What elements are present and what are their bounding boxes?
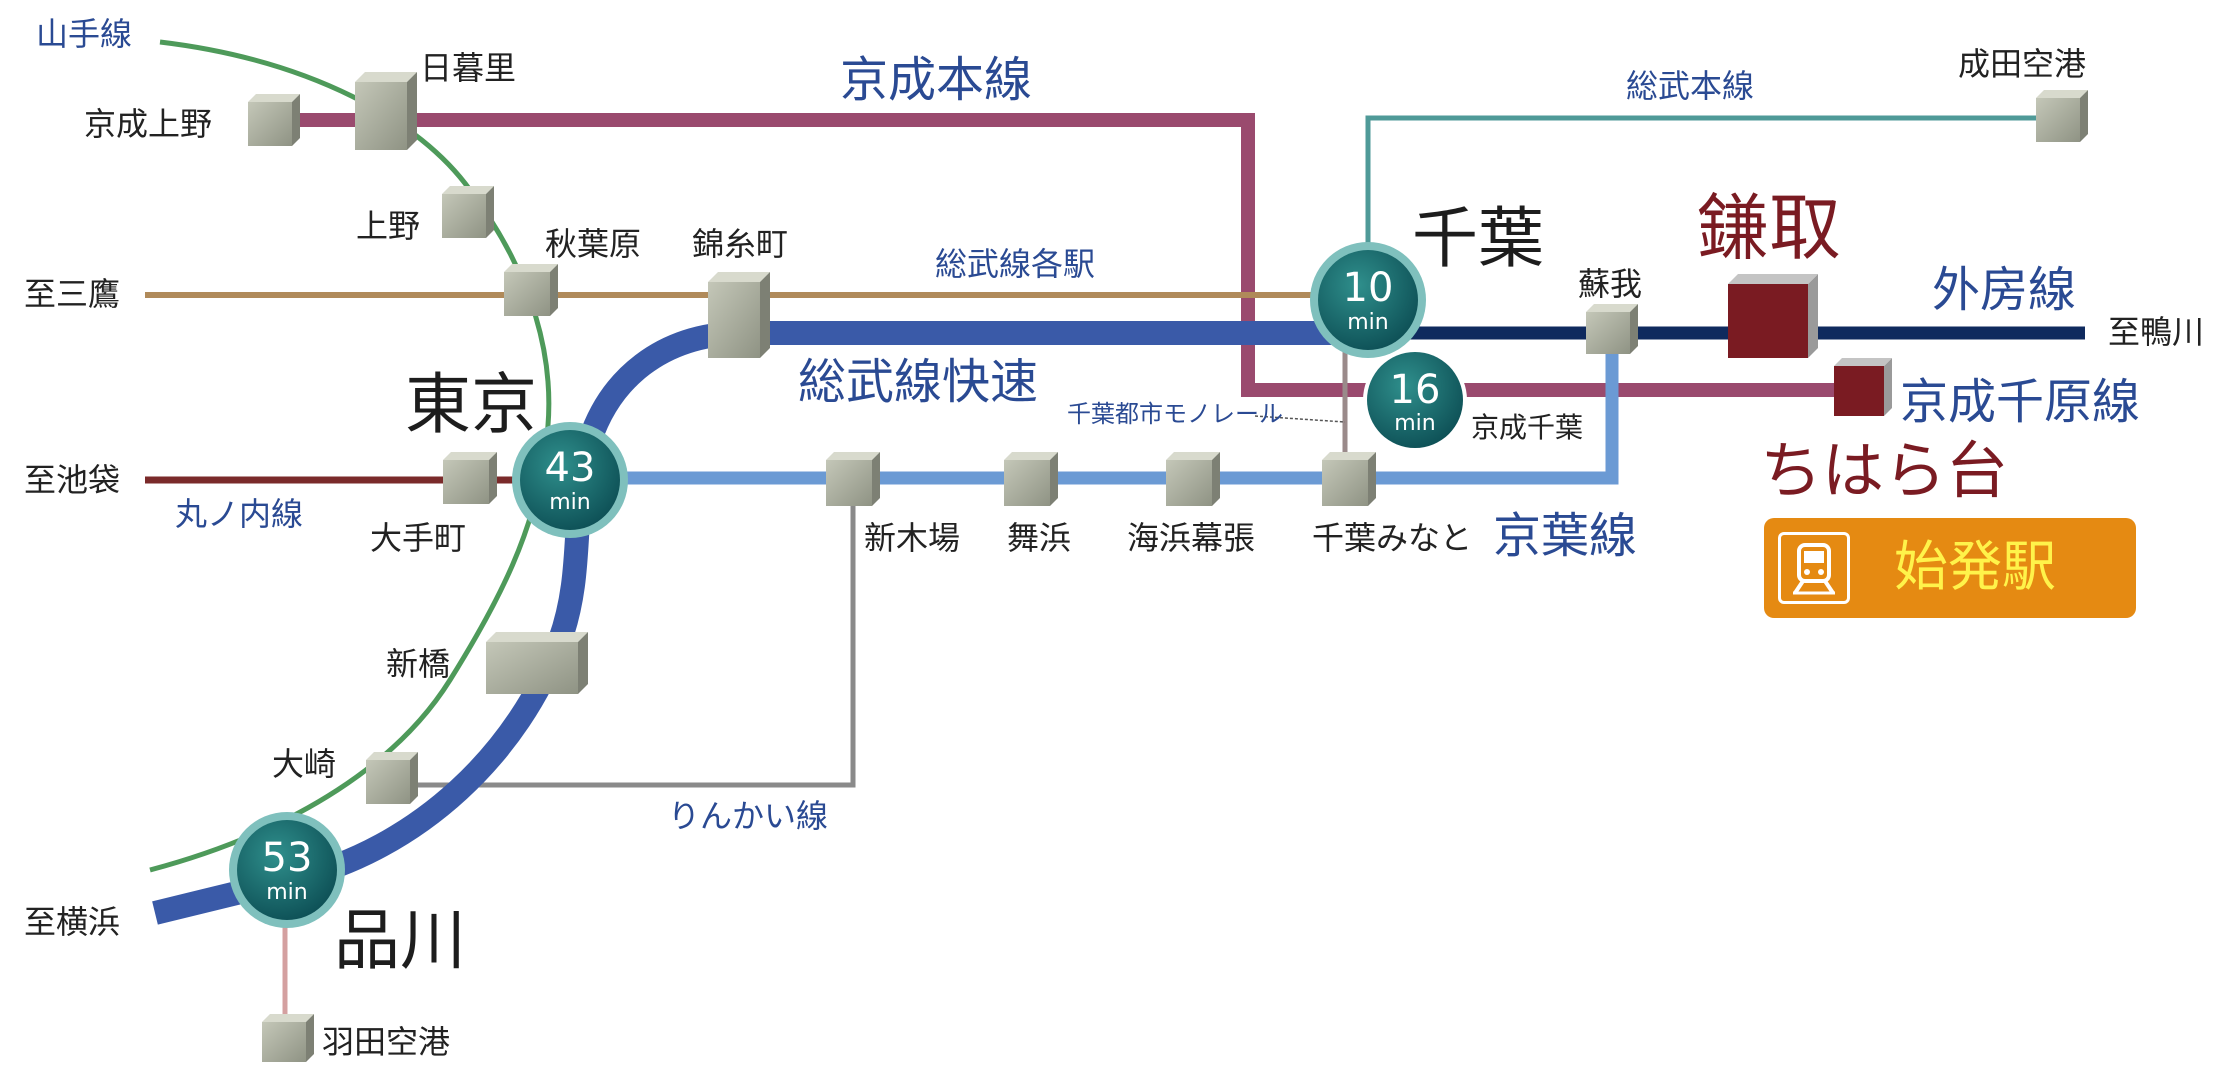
label-sotobo-line: 外房線 (1932, 262, 2077, 318)
label-yamanote-line: 山手線 (36, 15, 133, 53)
label-soga: 蘇我 (1578, 265, 1643, 303)
chiharadai-station (1834, 366, 1884, 416)
label-otemachi: 大手町 (370, 519, 467, 557)
time-unit-keisei-chiba: min (1394, 411, 1436, 436)
label-marunouchi-line: 丸ノ内線 (175, 495, 304, 533)
label-kaihin-makuhari: 海浜幕張 (1127, 519, 1256, 557)
label-keisei-main-line: 京成本線 (840, 52, 1033, 108)
hub-keisei-chiba (1363, 348, 1467, 452)
station-box-narita (2036, 98, 2080, 142)
label-keiyo-line: 京葉線 (1493, 508, 1638, 564)
label-keisei-chihara-line: 京成千原線 (1900, 374, 2141, 430)
station-box-kaihin-makuhari (1166, 460, 1212, 506)
label-sobu-local-line: 総武線各駅 (935, 245, 1096, 283)
time-tokyo: 43 (544, 445, 596, 491)
label-rinkai-line: りんかい線 (668, 797, 829, 835)
station-box-shimbashi (486, 642, 578, 694)
hub-tokyo (512, 422, 628, 538)
label-chiharadai: ちはら台 (1760, 434, 2009, 507)
label-sobu-rapid-line: 総武線快速 (798, 354, 1039, 410)
sobu-rapid-line (152, 321, 1340, 925)
label-haneda: 羽田空港 (322, 1023, 451, 1061)
label-direction-ikebukuro: 至池袋 (24, 461, 121, 499)
label-shinagawa: 品川 (334, 902, 466, 979)
time-chiba: 10 (1342, 265, 1394, 311)
station-box-otemachi (443, 460, 489, 504)
station-box-osaki (366, 760, 410, 804)
time-unit-tokyo: min (549, 490, 591, 515)
label-sobu-main-line: 総武本線 (1626, 67, 1755, 105)
label-direction-mitaka: 至三鷹 (24, 275, 121, 313)
label-shimbashi: 新橋 (386, 645, 451, 683)
label-narita: 成田空港 (1958, 45, 2087, 83)
sobu-main-line (1365, 115, 2060, 290)
time-unit-chiba: min (1347, 310, 1389, 335)
label-monorail-line: 千葉都市モノレール (1067, 400, 1283, 428)
label-kinshicho: 錦糸町 (692, 225, 789, 263)
label-kamatori: 鎌取 (1697, 186, 1842, 270)
rinkai-line (390, 478, 856, 788)
train-icon (1778, 532, 1850, 604)
label-nippori: 日暮里 (420, 49, 517, 87)
station-box-nippori (355, 82, 407, 150)
station-box-haneda (262, 1022, 306, 1062)
keisei-main-line (270, 113, 1840, 397)
label-keisei-chiba: 京成千葉 (1471, 411, 1584, 444)
kamatori-station-top (1728, 274, 1818, 284)
station-box-soga (1586, 312, 1630, 354)
station-box-kinshicho (708, 282, 760, 358)
station-box-keisei-ueno (248, 102, 292, 146)
label-akihabara: 秋葉原 (545, 225, 642, 263)
station-box-maihama (1004, 460, 1050, 506)
label-direction-kamogawa: 至鴨川 (2108, 313, 2205, 351)
label-tokyo: 東京 (405, 366, 537, 443)
time-shinagawa: 53 (261, 835, 313, 881)
label-chiba: 千葉 (1412, 200, 1544, 277)
label-shinkiba: 新木場 (864, 519, 961, 557)
hub-shinagawa (229, 812, 345, 928)
label-direction-yokohama: 至横浜 (24, 903, 121, 941)
station-box-shinkiba (826, 460, 872, 506)
station-box-ueno (442, 194, 486, 238)
hub-chiba (1310, 242, 1426, 358)
label-maihama: 舞浜 (1007, 519, 1072, 557)
start-station-badge: 始発駅 (1764, 518, 2136, 618)
label-osaki: 大崎 (272, 745, 337, 783)
monorail-leader (1254, 415, 1346, 423)
label-chiba-minato: 千葉みなと (1312, 519, 1473, 557)
kamatori-station-side (1808, 274, 1818, 358)
keiyo-line (615, 330, 1619, 485)
time-unit-shinagawa: min (266, 880, 308, 905)
station-box-akihabara (504, 272, 550, 316)
station-box-chiba-minato (1322, 460, 1368, 506)
kamatori-station (1728, 284, 1808, 358)
label-keisei-ueno: 京成上野 (84, 105, 213, 143)
start-station-label: 始発駅 (1894, 535, 2056, 598)
time-keisei-chiba: 16 (1389, 367, 1441, 413)
label-ueno: 上野 (356, 207, 421, 245)
